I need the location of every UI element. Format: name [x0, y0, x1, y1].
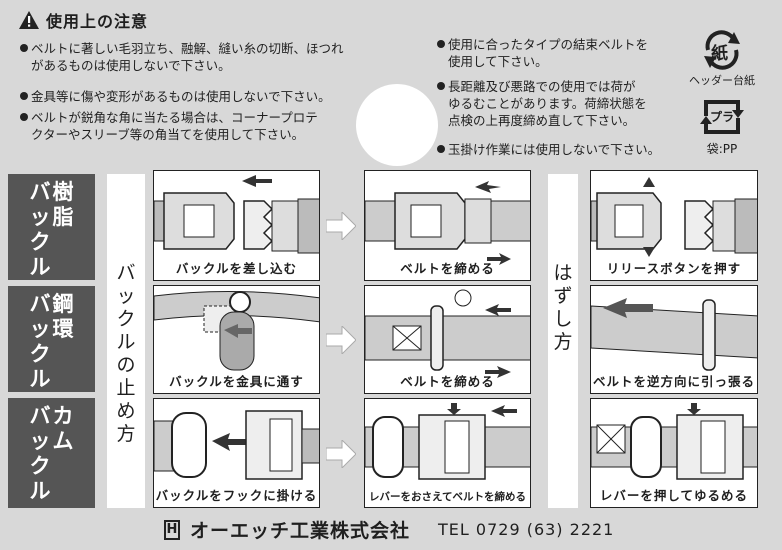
panel-caption: バックルを金具に通す	[169, 374, 304, 389]
steel-ring-thread-illustration	[154, 290, 319, 371]
paper-recycle-icon	[704, 30, 740, 70]
cam-buckle-hook-illustration	[154, 410, 319, 480]
category-resin-buckle: バックル 樹脂	[8, 174, 95, 280]
next-step-arrow-icon	[326, 212, 356, 240]
caution-item: ベルトに著しい毛羽立ち、融解、縫い糸の切断、ほつれ があるものは使用しないで下さ…	[20, 40, 344, 74]
release-method-label: はずし方	[548, 174, 578, 508]
panel-caption: レバーをおさえてベルトを締める	[369, 491, 526, 503]
plastic-recycle-icon	[700, 100, 744, 134]
footer: H オーエッチ工業株式会社 TEL 0729 (63) 2221	[164, 516, 614, 543]
company-tel: TEL 0729 (63) 2221	[438, 520, 615, 539]
panel-caption: ベルトを締める	[400, 261, 495, 276]
panel-resin-release: リリースボタンを押す	[590, 170, 758, 281]
panel-resin-insert: バックルを差し込む	[153, 170, 320, 281]
warning-icon	[19, 11, 39, 29]
next-step-arrow-icon	[326, 440, 356, 468]
resin-buckle-tight-illustration	[365, 181, 530, 265]
panel-caption: バックルを差し込む	[175, 261, 298, 276]
company-logo: H	[164, 519, 180, 540]
paper-label: ヘッダー台紙	[689, 74, 755, 87]
panel-caption: ベルトを締める	[400, 374, 495, 389]
caution-item: ベルトが鋭角な角に当たる場合は、コーナープロテ クターやスリーブ等の角当てを使用…	[20, 109, 318, 143]
panel-steel-release: ベルトを逆方向に引っ張る	[590, 285, 758, 394]
resin-buckle-release-illustration	[591, 177, 757, 257]
panel-steel-tighten: ベルトを締める	[364, 285, 531, 394]
caution-item: 長距離及び悪路での使用では荷が ゆるむことがあります。荷締状態を 点検の上再度締…	[437, 78, 647, 129]
caution-item: 金具等に傷や変形があるものは使用しないで下さい。	[20, 88, 331, 105]
cam-buckle-release-illustration	[591, 403, 757, 480]
hang-hole	[356, 84, 438, 166]
category-steel-ring-buckle: バックル 鋼環	[8, 286, 95, 392]
category-cam-buckle: バックル カム	[8, 398, 95, 508]
panel-cam-release: レバーを押してゆるめる	[590, 398, 758, 508]
caution-item: 玉掛け作業には使用しないで下さい。	[437, 141, 660, 158]
resin-buckle-illustration	[154, 175, 319, 254]
panel-caption: ベルトを逆方向に引っ張る	[592, 374, 755, 389]
fastening-method-label: バックルの止め方	[107, 174, 145, 508]
panel-cam-tighten: レバーをおさえてベルトを締める	[364, 398, 531, 508]
paper-recycle-mark: 紙 ヘッダー台紙	[676, 28, 768, 88]
steel-ring-release-illustration	[591, 298, 757, 371]
caution-item: 使用に合ったタイプの結束ベルトを 使用して下さい。	[437, 36, 648, 70]
panel-steel-thread: バックルを金具に通す	[153, 285, 320, 394]
caution-header: 使用上の注意	[18, 8, 148, 32]
company-name: オーエッチ工業株式会社	[190, 520, 411, 542]
plastic-recycle-mark: プラ 袋:PP	[676, 96, 768, 157]
panel-caption: レバーを押してゆるめる	[599, 488, 749, 503]
steel-ring-tighten-illustration	[365, 289, 530, 378]
caution-title: 使用上の注意	[46, 12, 149, 31]
plastic-mark-text: プラ	[710, 110, 735, 124]
cam-buckle-tighten-illustration	[365, 403, 530, 480]
panel-caption: バックルをフックに掛ける	[155, 488, 318, 503]
panel-resin-tighten: ベルトを締める	[364, 170, 531, 281]
panel-cam-hook: バックルをフックに掛ける	[153, 398, 320, 508]
next-step-arrow-icon	[326, 326, 356, 354]
paper-mark-text: 紙	[711, 44, 728, 64]
plastic-label: 袋:PP	[706, 142, 738, 156]
panel-caption: リリースボタンを押す	[606, 261, 742, 276]
